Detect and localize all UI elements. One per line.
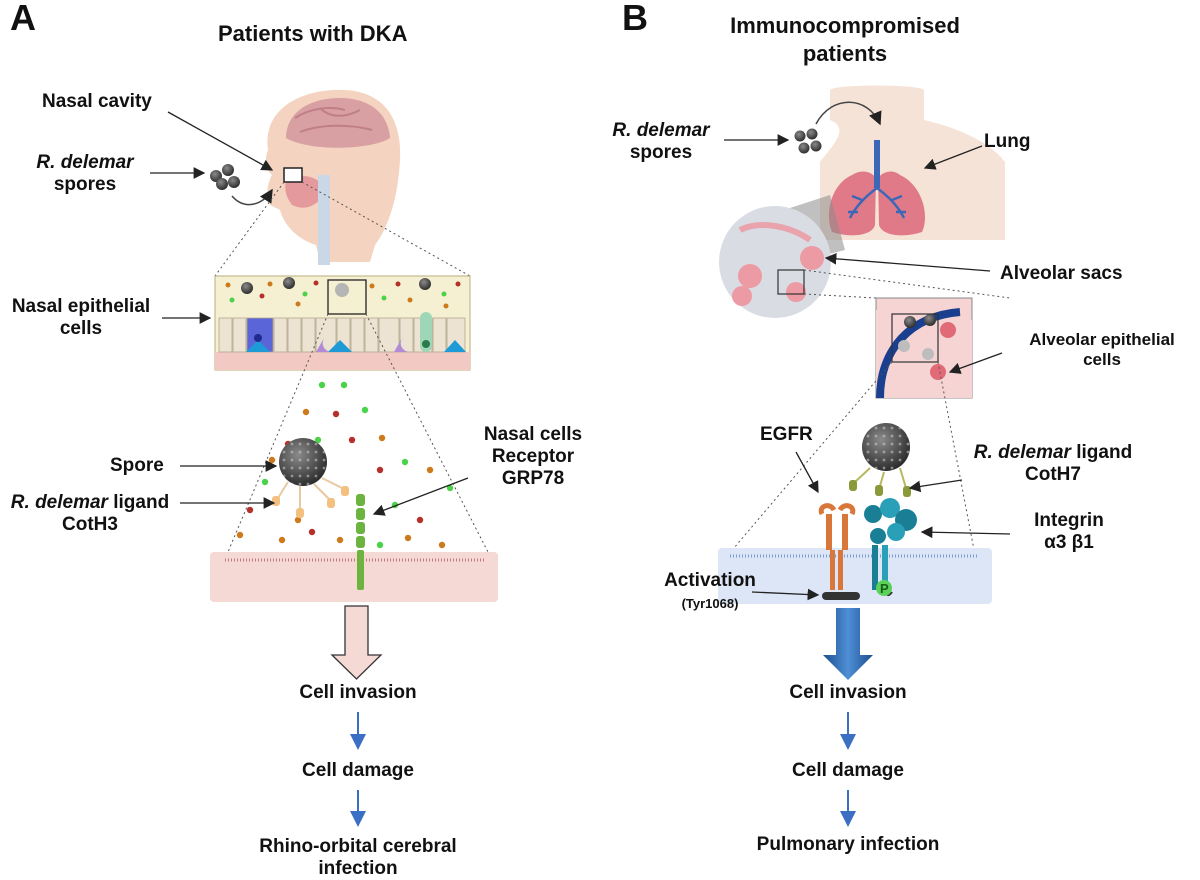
a-spores-species: R. delemar [36,152,134,173]
airway-spore-cluster-icon [794,101,882,154]
down-arrow-b [823,608,873,680]
phospho-label: P [880,581,889,596]
alveolar-epithelial-label: Alveolar epithelial cells [1004,330,1200,370]
panel-b-title: Immunocompromised patients [720,12,970,68]
egfr-receptor-illustration [818,503,860,600]
nasal-spore-cluster-icon [210,164,273,206]
grp78-line1: Nasal cells [483,424,583,445]
b-flow-step-2: Cell damage [792,760,904,781]
b-ligand-label: R. delemar ligand CotH7 [960,442,1146,486]
panel-b-letter: B [622,0,648,38]
egfr-label: EGFR [760,424,813,445]
grp78-line3: GRP78 [501,468,565,489]
grp78-line2: Receptor [491,446,575,467]
nasal-cavity-label: Nasal cavity [42,91,152,112]
b-ligand-species: R. delemar [973,442,1071,463]
alveolar-sacs-label: Alveolar sacs [1000,263,1123,284]
nasal-epithelial-line1: Nasal epithelial [11,296,151,317]
b-ligand-word: ligand [1076,442,1133,463]
activation-line1: Activation [664,570,756,591]
integrin-line1: Integrin [1034,510,1104,531]
b-spores-species: R. delemar [612,120,710,141]
activation-label: Activation (Tyr1068) [650,570,770,614]
b-spores-label: R. delemar spores [596,120,726,164]
spore-a-illustration [272,438,349,518]
panel-b-title-line1: Immunocompromised [730,13,960,38]
nasal-epithelial-line2: cells [59,318,103,339]
spore-label: Spore [110,455,164,476]
panel-a-letter: A [10,0,36,38]
activation-tyr: (Tyr1068) [681,596,739,611]
down-arrow-a [330,605,383,680]
alveolar-sacs-illustration [719,206,831,318]
b-flow-step-1: Cell invasion [789,682,907,703]
alveolar-epithelial-line1: Alveolar epithelial [1029,330,1175,349]
grp78-receptor-illustration [356,494,365,590]
a-spores-word: spores [53,174,117,195]
a-flow-step-1: Cell invasion [299,682,417,703]
cell-surface-a [210,552,498,602]
nasal-epithelium-illustration [214,275,471,371]
alveolar-epithelium-inset [875,297,973,399]
torso-lung-illustration [820,85,1005,240]
integrin-receptor-illustration [864,498,917,597]
integrin-label: Integrin α3 β1 [1014,510,1124,554]
a-flow-step-2: Cell damage [302,760,414,781]
a-spores-label: R. delemar spores [20,152,150,196]
a-ligand-species: R. delemar [10,492,108,513]
panel-b-title-line2: patients [802,41,888,66]
a-flow-step-3-line2: infection [318,858,398,879]
a-flow-step-3: Rhino-orbital cerebral infection [218,836,498,880]
a-flow-step-3-line1: Rhino-orbital cerebral [259,836,457,857]
lung-label: Lung [984,131,1031,152]
b-spores-word: spores [629,142,693,163]
a-ligand-name: CotH3 [62,514,118,535]
alveolar-epithelial-line2: cells [1083,350,1121,369]
a-ligand-word: ligand [113,492,170,513]
grp78-label: Nasal cells Receptor GRP78 [468,424,598,490]
spore-b-illustration [849,423,911,497]
panel-a-title: Patients with DKA [218,21,408,46]
a-ligand-label: R. delemar ligand CotH3 [0,492,180,536]
nasal-epithelial-label: Nasal epithelial cells [0,296,162,340]
ligand-particles-a [236,381,454,549]
b-flow-step-3: Pulmonary infection [756,834,940,855]
b-ligand-name: CotH7 [1025,464,1081,485]
human-head-illustration [265,89,401,265]
cell-surface-b [718,548,992,604]
integrin-line2: α3 β1 [1044,532,1094,553]
